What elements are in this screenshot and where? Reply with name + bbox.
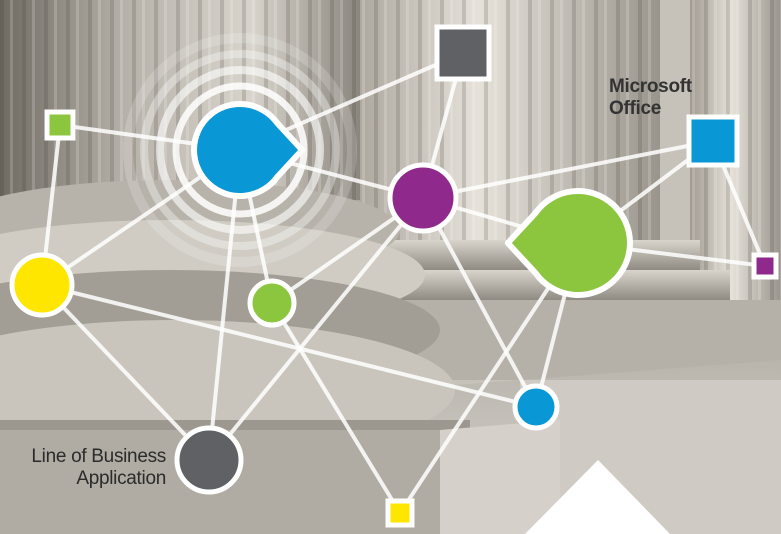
microsoft-office-label: Microsoft Office xyxy=(609,76,692,120)
purple-small-square[interactable] xyxy=(751,252,779,280)
green-drop[interactable] xyxy=(504,188,633,298)
line-of-business-label-line1: Line of Business xyxy=(31,446,166,467)
nodes xyxy=(9,24,779,528)
microsoft-office-label-line1: Microsoft xyxy=(609,76,692,97)
signal-ring xyxy=(156,66,324,234)
green-small-node[interactable] xyxy=(247,278,297,328)
purple-node[interactable] xyxy=(387,162,459,234)
yellow-small-square[interactable] xyxy=(385,498,415,528)
blue-small-node[interactable] xyxy=(512,383,560,431)
connection-line xyxy=(421,196,538,409)
office-blue-square[interactable] xyxy=(686,114,740,168)
connection-line xyxy=(40,283,211,462)
signal-ring xyxy=(140,50,340,250)
yellow-node[interactable] xyxy=(9,252,75,318)
line-of-business-label: Line of Business Application xyxy=(6,446,166,490)
connection-line xyxy=(421,139,715,200)
connection-line xyxy=(270,301,402,515)
green-small-square[interactable] xyxy=(44,109,76,141)
lob-gray-node[interactable] xyxy=(174,425,244,495)
signal-ring xyxy=(123,33,357,267)
gray-square[interactable] xyxy=(434,24,492,82)
hub-blue-drop[interactable] xyxy=(191,101,306,199)
line-of-business-label-line2: Application xyxy=(76,468,166,489)
connection-line xyxy=(40,283,538,409)
microsoft-office-label-line2: Office xyxy=(609,98,662,119)
connection-line xyxy=(207,148,242,462)
connection-line xyxy=(207,196,425,462)
